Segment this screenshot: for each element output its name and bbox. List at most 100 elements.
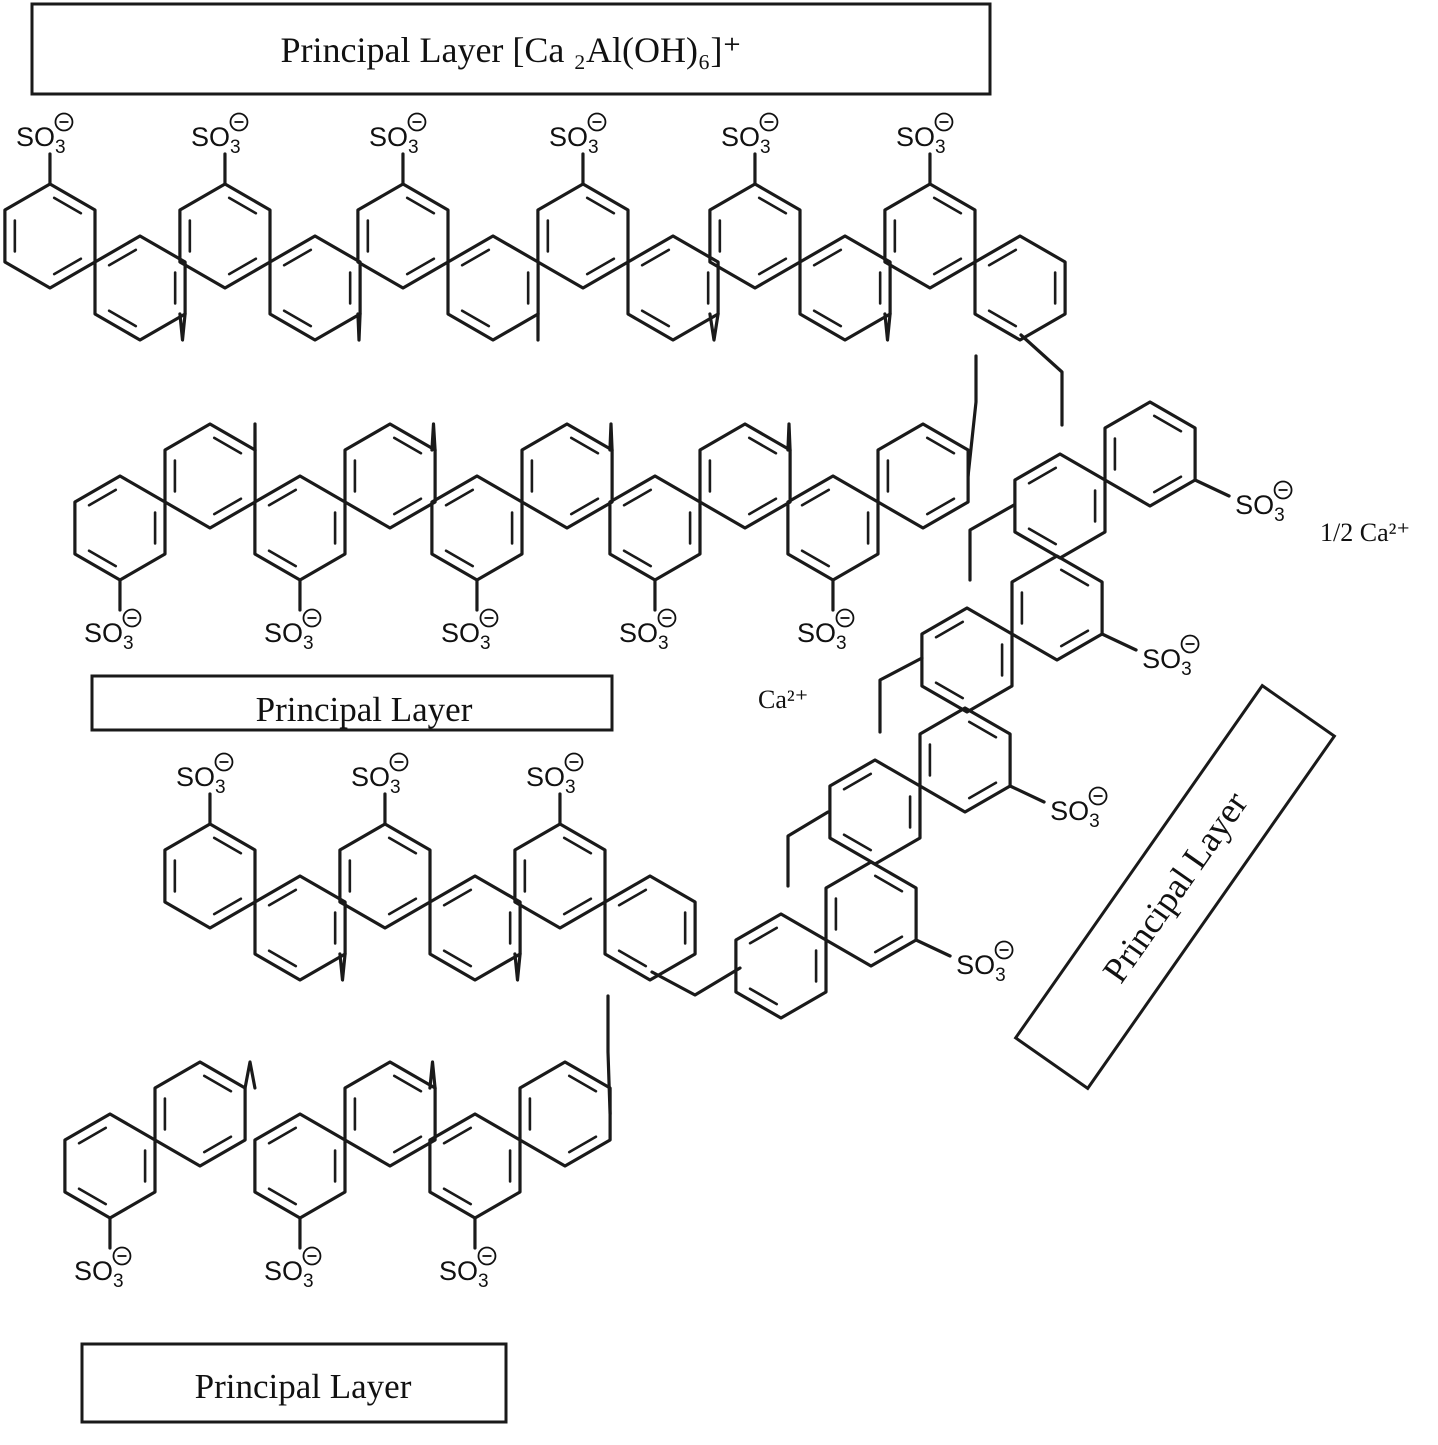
sulfonate-row2-4: SO3 xyxy=(619,608,677,654)
double-bond xyxy=(622,488,653,507)
aromatic-ring xyxy=(786,474,880,582)
double-bond xyxy=(617,888,648,907)
sulfonate-row2-2: SO3 xyxy=(264,608,322,654)
methylene-bridge xyxy=(606,994,612,1116)
sulfonate-row3-3: SO3 xyxy=(526,752,584,798)
double-bond xyxy=(987,309,1018,328)
sulfonate-row2-1: SO3 xyxy=(84,608,142,654)
aromatic-ring xyxy=(973,234,1067,342)
sulfonate-bond xyxy=(1193,478,1231,498)
naphthalene-row2-5 xyxy=(786,422,970,582)
methylene-bridge xyxy=(966,354,978,478)
naphthalene-branch-4 xyxy=(734,860,918,1020)
double-bond xyxy=(87,488,118,507)
double-bond xyxy=(1027,466,1058,485)
double-bond xyxy=(747,497,778,516)
methylene-bridge xyxy=(430,422,437,452)
double-bond xyxy=(757,196,788,215)
double-bond xyxy=(87,549,118,568)
double-bond xyxy=(392,436,423,455)
double-bond xyxy=(585,196,616,215)
methylene-bridge xyxy=(608,422,614,452)
principal-layer-bottom-label: Principal Layer xyxy=(195,1367,412,1406)
aromatic-ring xyxy=(798,234,892,342)
double-bond xyxy=(392,1135,423,1154)
double-bond xyxy=(77,1187,108,1206)
sulfonate-label: SO3 xyxy=(1142,644,1192,680)
double-bond xyxy=(1152,414,1183,433)
sulfonate-label: SO3 xyxy=(84,618,134,654)
double-bond xyxy=(282,248,313,267)
double-bond xyxy=(1059,629,1090,648)
naphthalene-row2-3 xyxy=(430,422,614,582)
sulfonate-label: SO3 xyxy=(956,950,1006,986)
aromatic-ring xyxy=(153,1060,247,1168)
double-bond xyxy=(387,897,418,916)
double-bond xyxy=(987,248,1018,267)
sulfonate-row4-2: SO3 xyxy=(264,1246,322,1292)
sulfonate-label: SO3 xyxy=(896,122,946,158)
aromatic-ring xyxy=(63,1112,157,1220)
aromatic-ring xyxy=(3,182,97,290)
principal-layer-middle: Principal Layer xyxy=(90,674,614,732)
double-bond xyxy=(202,1074,233,1093)
sulfonate-bond xyxy=(1008,784,1046,804)
methylene-bridge xyxy=(968,503,1016,582)
double-bond xyxy=(212,897,243,916)
aromatic-ring xyxy=(603,874,697,982)
aromatic-ring xyxy=(708,182,802,290)
double-bond xyxy=(405,196,436,215)
double-bond xyxy=(567,1074,598,1093)
double-bond xyxy=(1027,527,1058,546)
sulfonate-row1-2: SO3 xyxy=(191,112,249,158)
double-bond xyxy=(52,196,83,215)
aromatic-ring xyxy=(520,422,614,530)
double-bond xyxy=(267,549,298,568)
double-bond xyxy=(873,874,904,893)
methylene-bridge xyxy=(428,1060,437,1090)
sulfonate-row4-3: SO3 xyxy=(439,1246,497,1292)
double-bond xyxy=(202,1135,233,1154)
aromatic-ring xyxy=(518,1060,612,1168)
naphthalene-row1-4 xyxy=(536,182,720,342)
double-bond xyxy=(800,488,831,507)
double-bond xyxy=(932,196,963,215)
sulfonate-bond xyxy=(914,938,952,958)
sulfonate-row3-1: SO3 xyxy=(176,752,234,798)
double-bond xyxy=(617,949,648,968)
aromatic-ring xyxy=(626,234,720,342)
double-bond xyxy=(640,248,671,267)
double-bond xyxy=(444,488,475,507)
sulfonate-bond xyxy=(1100,632,1138,652)
aromatic-ring xyxy=(734,912,828,1020)
sulfonate-row1-3: SO3 xyxy=(369,112,427,158)
aromatic-ring xyxy=(513,822,607,930)
double-bond xyxy=(392,497,423,516)
methylene-bridge xyxy=(708,312,720,342)
aromatic-ring xyxy=(428,874,522,982)
aromatic-ring xyxy=(828,758,922,866)
principal-layer-top: Principal Layer [Ca ₂Al(OH)₆]⁺ xyxy=(30,2,992,96)
double-bond xyxy=(267,949,298,968)
aromatic-ring xyxy=(876,422,970,530)
double-bond xyxy=(460,248,491,267)
methylene-bridge xyxy=(243,1060,257,1090)
naphthalene-row1-5 xyxy=(708,182,892,342)
sulfonate-branch-2: SO3 xyxy=(1142,634,1200,680)
double-bond xyxy=(873,935,904,954)
double-bond xyxy=(569,436,600,455)
aromatic-ring xyxy=(338,822,432,930)
aromatic-ring xyxy=(93,234,187,342)
aromatic-ring xyxy=(73,474,167,582)
double-bond xyxy=(460,309,491,328)
aromatic-ring xyxy=(430,474,524,582)
methylene-bridge xyxy=(878,656,924,734)
double-bond xyxy=(267,888,298,907)
double-bond xyxy=(622,549,653,568)
double-bond xyxy=(282,309,313,328)
double-bond xyxy=(640,309,671,328)
principal-layer-bottom: Principal Layer xyxy=(80,1342,508,1424)
sulfonate-label: SO3 xyxy=(797,618,847,654)
double-bond xyxy=(842,833,873,852)
